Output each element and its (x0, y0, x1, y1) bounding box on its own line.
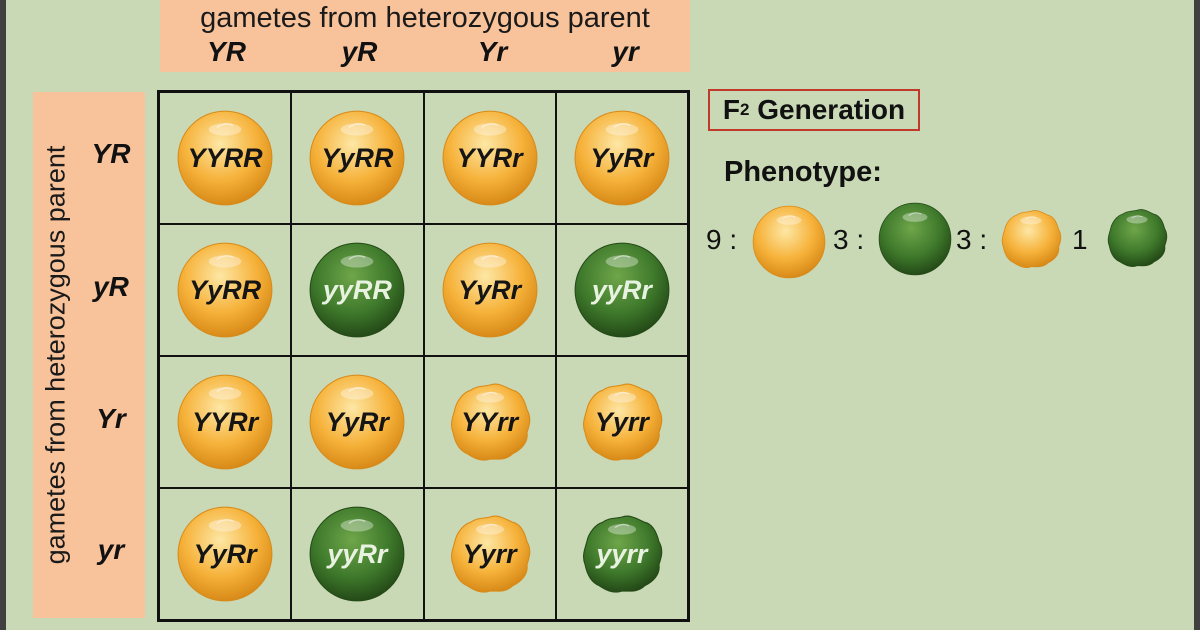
top-gamete-4: yr (612, 36, 639, 67)
genotype-label: YYRr (192, 406, 259, 437)
punnett-cell: yyRr (291, 488, 424, 620)
punnett-cell: Yyrr (555, 356, 688, 488)
left-gamete-4: yr (97, 534, 125, 565)
f2-label-suffix: Generation (749, 94, 906, 125)
ratio-text-4: 1 (1072, 224, 1088, 255)
genotype-label: YyRr (458, 274, 522, 305)
right-edge-bar (1194, 0, 1200, 630)
green-round-pea-icon: yyRr (571, 239, 673, 341)
punnett-cell: YYRr (423, 92, 556, 224)
yellow-round-pea-icon: YYRr (439, 107, 541, 209)
left-header-title-wrap: gametes from heterozygous parent (33, 92, 79, 618)
genotype-label: yyRr (591, 274, 652, 305)
ratio-text-2: 3 : (833, 224, 865, 255)
top-gamete-header: gametes from heterozygous parent YR yR Y… (160, 0, 690, 72)
yellow-wrinkled-pea-icon: YYrr (446, 378, 534, 466)
genotype-label: Yyrr (594, 406, 649, 437)
green-round-pea-icon: yyRr (306, 503, 408, 605)
punnett-cell: YYrr (423, 356, 556, 488)
punnett-square: YYRR YyRR YYRr YyRr YyRR yyRR YyRr yyRr … (157, 90, 690, 622)
ratio-pea-green-round (876, 200, 954, 278)
yellow-round-pea-icon: YYRr (174, 371, 276, 473)
punnett-cell: yyrr (555, 488, 688, 620)
yellow-round-pea-icon: YyRr (439, 239, 541, 341)
yellow-round-pea-icon: YyRR (306, 107, 408, 209)
left-edge-bar (0, 0, 6, 630)
punnett-cell: YyRr (555, 92, 688, 224)
left-gamete-2: yR (93, 271, 129, 302)
punnett-cell: yyRr (555, 224, 688, 356)
yellow-round-pea-icon: YYRR (174, 107, 276, 209)
f2-label-prefix: F (722, 94, 741, 125)
punnett-cell: yyRR (291, 224, 424, 356)
top-gamete-3: Yr (477, 36, 508, 67)
genotype-label: YyRr (590, 142, 654, 173)
punnett-cell: YyRr (291, 356, 424, 488)
genotype-label: YyRR (321, 142, 394, 173)
punnett-cell: YyRR (159, 224, 292, 356)
top-header-title: gametes from heterozygous parent (200, 2, 650, 34)
genotype-label: YYRR (187, 142, 263, 173)
genotype-label: yyRR (322, 274, 392, 305)
ratio-pea-yellow-wrinkled (998, 206, 1064, 272)
green-round-pea-icon: yyRR (306, 239, 408, 341)
f2-label-sub: 2 (740, 100, 750, 119)
ratio-text-1: 9 : (706, 224, 738, 255)
genotype-label: Yyrr (462, 538, 517, 569)
ratio-pea-yellow-round (750, 203, 828, 281)
punnett-cell: YyRr (159, 488, 292, 620)
yellow-round-pea-icon: YyRr (174, 503, 276, 605)
ratio-pea-green-wrinkled (1104, 205, 1170, 271)
genotype-label: YYRr (456, 142, 523, 173)
punnett-cell: YyRR (291, 92, 424, 224)
genotype-label: YyRr (325, 406, 389, 437)
top-gamete-1: YR (207, 36, 246, 67)
genotype-label: yyRr (327, 538, 388, 569)
yellow-wrinkled-pea-icon: Yyrr (578, 378, 666, 466)
punnett-cell: YYRR (159, 92, 292, 224)
punnett-cell: YyRr (423, 224, 556, 356)
phenotype-title: Phenotype: (724, 156, 882, 188)
genotype-label: YYrr (461, 406, 519, 437)
genotype-label: YyRr (193, 538, 257, 569)
green-wrinkled-pea-icon: yyrr (578, 510, 666, 598)
left-header-title: gametes from heterozygous parent (40, 145, 71, 565)
punnett-cell: Yyrr (423, 488, 556, 620)
genotype-label: yyrr (596, 538, 648, 569)
yellow-round-pea-icon: YyRr (306, 371, 408, 473)
yellow-round-pea-icon: YyRr (571, 107, 673, 209)
left-gamete-3: Yr (96, 403, 126, 434)
yellow-wrinkled-pea-icon: Yyrr (446, 510, 534, 598)
ratio-text-3: 3 : (956, 224, 988, 255)
punnett-cell: YYRr (159, 356, 292, 488)
yellow-round-pea-icon: YyRR (174, 239, 276, 341)
left-gamete-1: YR (91, 138, 131, 169)
genotype-label: YyRR (189, 274, 262, 305)
left-gamete-header (33, 92, 145, 618)
top-gamete-2: yR (341, 36, 378, 67)
